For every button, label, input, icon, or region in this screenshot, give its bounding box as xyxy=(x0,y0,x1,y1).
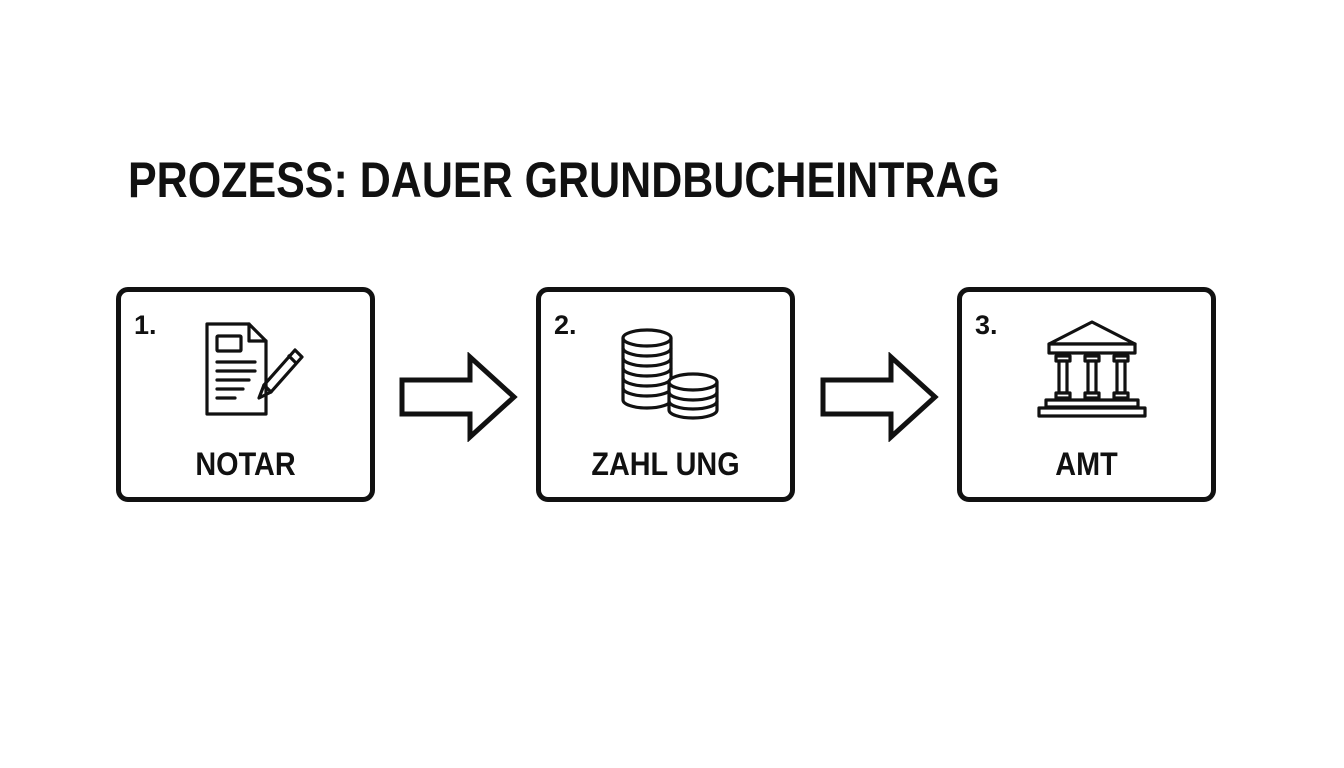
step-number: 3. xyxy=(975,310,998,340)
document-pen-icon xyxy=(191,312,311,422)
coins-icon xyxy=(611,312,731,422)
step-box-amt: 3. AMT xyxy=(957,287,1216,502)
arrow-right-icon xyxy=(819,352,941,442)
step-label: AMT xyxy=(1055,446,1118,482)
bank-building-icon xyxy=(1032,312,1152,422)
arrow-right-icon xyxy=(398,352,520,442)
step-box-zahlung: 2. ZAHL UNG xyxy=(536,287,795,502)
step-number: 1. xyxy=(134,310,157,340)
step-number: 2. xyxy=(554,310,577,340)
step-label: ZAHL UNG xyxy=(591,446,740,482)
step-label: NOTAR xyxy=(195,446,296,482)
step-box-notar: 1. NOTAR xyxy=(116,287,375,502)
page-title: PROZESS: DAUER GRUNDBUCHEINTRAG xyxy=(128,152,1000,208)
